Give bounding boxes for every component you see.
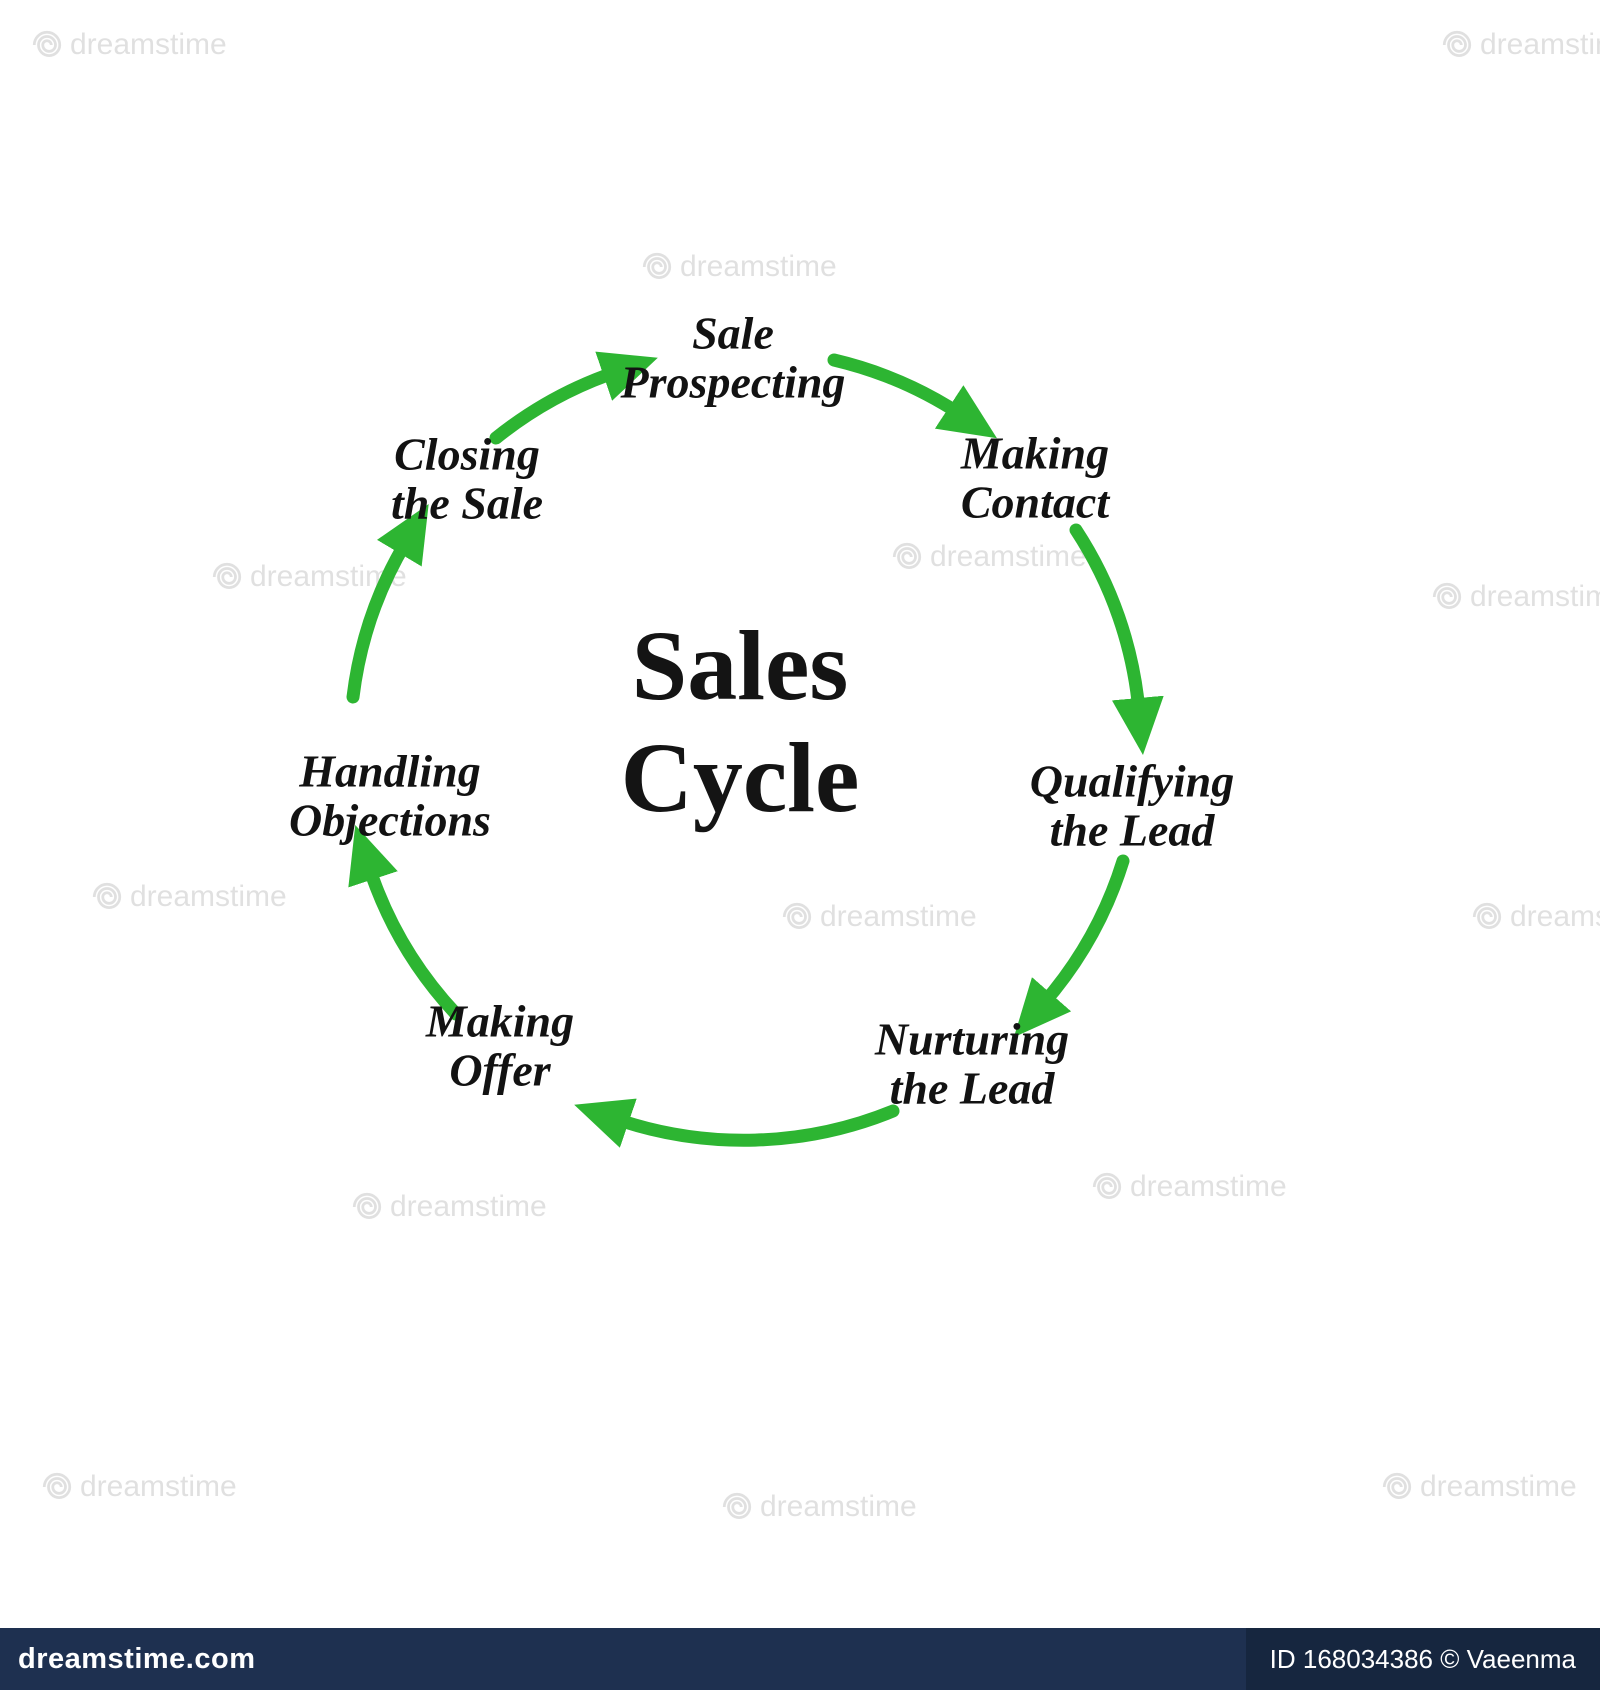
stage-label-handling-objections: Handling Objections (289, 745, 491, 845)
stage-line: Handling (299, 745, 481, 797)
stage-line: Objections (289, 794, 491, 845)
stage-line: Prospecting (620, 356, 846, 407)
diagram-title-line: Sales (631, 610, 849, 721)
stage-line: Offer (449, 1044, 551, 1095)
stage-label-nurturing-the-lead: Nurturing the Lead (874, 1013, 1070, 1113)
stage-label-sale-prospecting: Sale Prospecting (620, 307, 846, 407)
dreamstime-site-label: dreamstime.com (18, 1642, 256, 1675)
stage-line: the Sale (390, 477, 544, 528)
stage-label-making-contact: Making Contact (960, 427, 1110, 527)
arrow-handling-to-closing (346, 504, 429, 704)
stage-line: Closing (394, 428, 540, 480)
arrow-qualifying-to-nurturing (1013, 854, 1130, 1038)
stage-label-closing-the-sale: Closing the Sale (390, 428, 544, 528)
stage-line: the Lead (889, 1062, 1055, 1113)
stage-line: Contact (960, 476, 1110, 527)
stage-line: Making (425, 995, 575, 1047)
arrow-prospecting-to-contact (827, 353, 997, 439)
stage-line: Nurturing (874, 1013, 1070, 1065)
diagram-title: Sales Cycle (621, 610, 860, 834)
arrow-nurturing-to-offer (574, 1098, 900, 1148)
stage-label-making-offer: Making Offer (425, 995, 575, 1095)
stage-line: the Lead (1049, 804, 1215, 855)
credit-bar: dreamstime.com ID 168034386 © Vaeenma (0, 1628, 1600, 1690)
stage-line: Qualifying (1029, 755, 1235, 807)
arrow-closing-to-prospecting (489, 351, 658, 445)
stage-line: Making (960, 427, 1110, 479)
image-credit-text: ID 168034386 © Vaeenma (1269, 1643, 1576, 1674)
diagram-title-line: Cycle (620, 722, 860, 833)
image-credit: ID 168034386 © Vaeenma (1245, 1628, 1600, 1690)
arrow-contact-to-qualifying (1069, 523, 1164, 756)
stage-line: Sale (692, 307, 774, 359)
stage-label-qualifying-the-lead: Qualifying the Lead (1029, 755, 1235, 855)
cycle-arrows (346, 351, 1164, 1148)
arrow-offer-to-handling (348, 824, 463, 1021)
